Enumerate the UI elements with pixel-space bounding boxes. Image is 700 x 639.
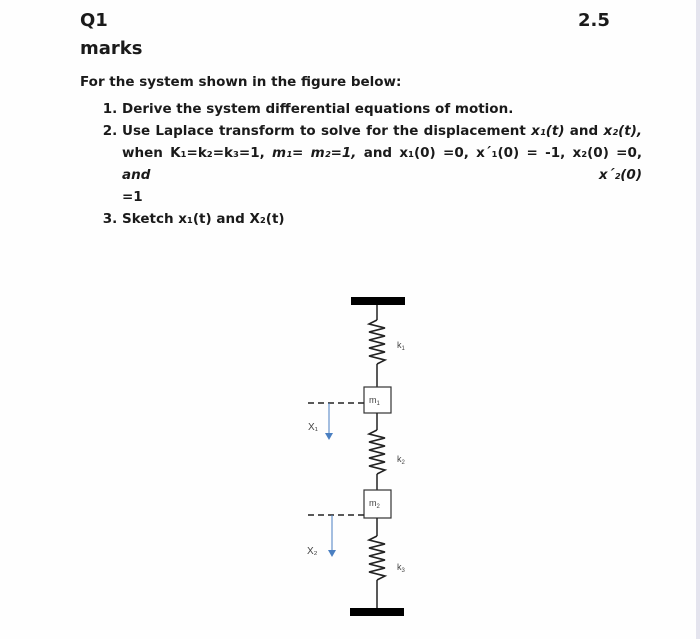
intro-text: For the system shown in the figure below… xyxy=(80,74,402,90)
spring-k3-label: k3 xyxy=(397,562,406,574)
task-item-1: Derive the system differential equations… xyxy=(122,98,642,120)
mass-m2 xyxy=(363,489,392,519)
spring-k3 xyxy=(366,535,388,581)
arrow-down-icon xyxy=(328,550,336,557)
bottom-support xyxy=(350,608,404,616)
task-list: Derive the system differential equations… xyxy=(100,98,642,230)
marks-label: marks xyxy=(80,38,143,59)
spring-k2-label: k2 xyxy=(397,454,406,466)
arrow-down-icon xyxy=(325,433,333,440)
task-2-line-1: Use Laplace transform to solve for the d… xyxy=(122,123,642,139)
top-support xyxy=(351,297,405,305)
spring-k2 xyxy=(366,429,388,475)
x2-label: X₂ xyxy=(307,546,318,557)
page-edge xyxy=(696,0,700,639)
spring-mass-diagram: k1 m1 X₁ k2 m2 X₂ k3 xyxy=(307,297,406,616)
mass-m1-label: m1 xyxy=(369,395,381,407)
marks-value: 2.5 xyxy=(578,10,610,31)
task-item-2: Use Laplace transform to solve for the d… xyxy=(122,120,642,208)
x1-label: X₁ xyxy=(308,422,319,433)
task-2-line-3: =1 xyxy=(122,189,143,205)
task-2-line-2: when K₁=k₂=k₃=1, m₁= m₂=1, and x₁(0) =0,… xyxy=(122,145,642,183)
mass-m2-label: m2 xyxy=(369,498,381,510)
task-item-3: Sketch x₁(t) and X₂(t) xyxy=(122,208,642,230)
spring-k1-label: k1 xyxy=(397,340,406,352)
question-number: Q1 xyxy=(80,10,108,31)
mass-m1 xyxy=(363,386,392,414)
spring-k1 xyxy=(366,319,388,365)
